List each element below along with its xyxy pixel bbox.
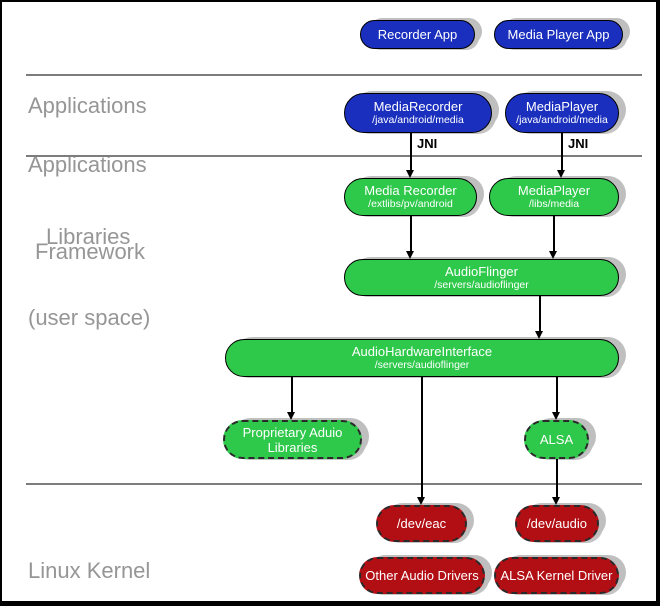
node-title: Proprietary Aduio Libraries (242, 424, 343, 455)
connector-mediarecorder-to-audioflinger (410, 216, 412, 252)
node-title: ALSA (539, 432, 574, 447)
layer-divider (26, 155, 642, 157)
node-title: MediaPlayer (525, 99, 599, 114)
node-title: /dev/audio (527, 516, 587, 531)
connector-mediarecorder-jni (410, 133, 412, 171)
mediaplayer-library-node: MediaPlayer /libs/media (489, 178, 619, 216)
connector-hw-interface-to-alsa (556, 377, 558, 413)
layer-divider (26, 483, 642, 485)
layer-divider (26, 74, 642, 76)
arrowhead-icon (549, 251, 557, 259)
proprietary-audio-libraries-node: Proprietary Aduio Libraries (223, 420, 362, 459)
audio-hardware-interface-node: AudioHardwareInterface /servers/audiofli… (225, 339, 619, 377)
arrowhead-icon (287, 412, 295, 420)
connector-alsa-to-dev-audio (556, 459, 558, 498)
arrowhead-icon (552, 497, 560, 505)
node-title: AudioHardwareInterface (351, 344, 493, 359)
node-title: ALSA Kernel Driver (500, 568, 613, 583)
arrowhead-icon (552, 412, 560, 420)
recorder-app-node: Recorder App (360, 20, 475, 49)
node-path: /libs/media (528, 198, 580, 210)
node-title: AudioFlinger (445, 263, 518, 279)
arrowhead-icon (417, 497, 425, 505)
node-path: /java/android/media (516, 114, 608, 126)
layer-label-line: Libraries (46, 224, 131, 249)
layer-label-line: Framework (35, 239, 146, 264)
audioflinger-node: AudioFlinger /servers/audioflinger (344, 259, 619, 296)
layer-label-libraries-user-space: Libraries (user space) (28, 169, 150, 385)
mediarecorder-framework-node: MediaRecorder /java/android/media (344, 93, 492, 133)
jni-label-left: JNI (417, 136, 438, 151)
connector-hw-interface-to-dev-eac (421, 377, 423, 498)
layer-label-linux-kernel: Linux Kernel (28, 498, 151, 601)
mediaplayer-framework-node: MediaPlayer /java/android/media (505, 93, 619, 133)
layer-label-applications: Applications (28, 33, 147, 178)
dev-eac-node: /dev/eac (376, 505, 467, 542)
node-title: MediaPlayer (517, 183, 591, 198)
alsa-kernel-driver-node: ALSA Kernel Driver (494, 557, 619, 594)
connector-mediaplayer-jni (561, 133, 563, 171)
connector-mediaplayer-to-audioflinger (553, 216, 555, 252)
node-path: /servers/audioflinger (434, 278, 529, 291)
media-player-app-node: Media Player App (494, 20, 623, 49)
node-title: /dev/eac (396, 516, 447, 531)
node-title: Media Recorder (364, 183, 457, 198)
layer-label-line: Linux Kernel (28, 558, 151, 583)
connector-hw-interface-to-proprietary (291, 377, 293, 413)
media-recorder-library-node: Media Recorder /extlibs/pv/android (344, 178, 477, 216)
arrowhead-icon (406, 251, 414, 259)
dev-audio-node: /dev/audio (515, 505, 599, 542)
other-audio-drivers-node: Other Audio Drivers (359, 557, 485, 594)
node-title: Other Audio Drivers (365, 568, 479, 583)
node-path: /extlibs/pv/android (368, 198, 453, 210)
layer-label-line: (user space) (28, 305, 151, 330)
alsa-node: ALSA (524, 420, 589, 459)
node-title: Media Player App (507, 27, 610, 42)
arrowhead-icon (557, 170, 565, 178)
node-title: Recorder App (377, 27, 458, 42)
layer-label-line: Applications (28, 93, 147, 118)
jni-label-right: JNI (568, 136, 589, 151)
arrowhead-icon (406, 170, 414, 178)
node-path: /servers/audioflinger (374, 359, 470, 371)
connector-audioflinger-to-hw-interface (539, 296, 541, 332)
node-path: /java/android/media (372, 114, 464, 126)
node-title: MediaRecorder (373, 99, 463, 114)
arrowhead-icon (535, 331, 543, 339)
